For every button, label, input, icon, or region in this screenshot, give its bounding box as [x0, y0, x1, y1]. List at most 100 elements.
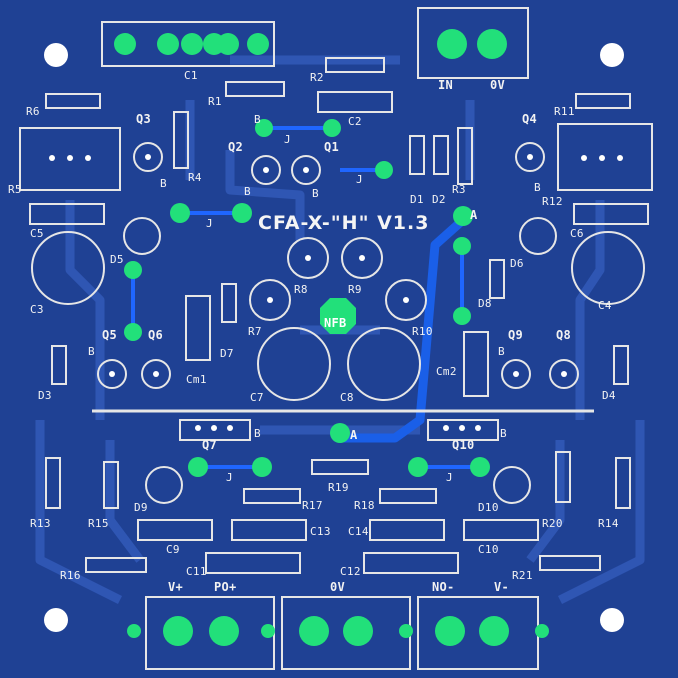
- d10-led-outline: [493, 466, 531, 504]
- q4-body: [515, 142, 545, 172]
- pad: [470, 457, 490, 477]
- nfb-label: NFB: [324, 316, 347, 330]
- hole: [67, 155, 73, 161]
- pad: [217, 33, 239, 55]
- label-r4: R4: [188, 171, 202, 184]
- hole: [263, 167, 269, 173]
- pad: [535, 624, 549, 638]
- q3-body: [133, 142, 163, 172]
- pad: [232, 203, 252, 223]
- d6-led-outline: [519, 217, 557, 255]
- label-cm1: Cm1: [186, 373, 207, 386]
- pad: [477, 29, 507, 59]
- q1-body: [291, 155, 321, 185]
- label-q6: Q6: [148, 328, 164, 342]
- marker-b-q10: B: [500, 427, 507, 440]
- hole: [211, 425, 217, 431]
- r8-outline: [287, 237, 329, 279]
- hole: [359, 255, 365, 261]
- label-r21: R21: [512, 569, 533, 582]
- d4-outline: [613, 345, 629, 385]
- label-d6: D6: [510, 257, 524, 270]
- hole: [403, 297, 409, 303]
- hole: [303, 167, 309, 173]
- pad: [479, 616, 509, 646]
- hole: [85, 155, 91, 161]
- q8-body: [549, 359, 579, 389]
- connector-label-poplus: PO+: [214, 580, 237, 594]
- label-d4: D4: [602, 389, 616, 402]
- marker-j-q7: J: [226, 471, 233, 484]
- label-c8: C8: [340, 391, 354, 404]
- hole: [581, 155, 587, 161]
- nfb-pad: [320, 298, 356, 334]
- label-c13: C13: [310, 525, 331, 538]
- pad: [157, 33, 179, 55]
- marker-a-top: A: [470, 208, 478, 222]
- label-c14: C14: [348, 525, 369, 538]
- c9-outline: [137, 519, 213, 541]
- hole: [109, 371, 115, 377]
- mounting-hole: [44, 43, 68, 67]
- r15-outline: [103, 461, 119, 509]
- label-r3: R3: [452, 183, 466, 196]
- label-r2: R2: [310, 71, 324, 84]
- pad: [127, 624, 141, 638]
- label-r7: R7: [248, 325, 262, 338]
- r10-outline: [385, 279, 427, 321]
- pad: [408, 457, 428, 477]
- pad: [209, 616, 239, 646]
- mounting-hole: [44, 608, 68, 632]
- connector-label-0v: 0V: [330, 580, 346, 594]
- label-r14: R14: [598, 517, 619, 530]
- r18-outline: [379, 488, 437, 504]
- connector-label-vminus: V-: [494, 580, 510, 594]
- r5-outline: [19, 127, 121, 191]
- green-pads: [114, 29, 549, 646]
- pad: [299, 616, 329, 646]
- hole: [599, 155, 605, 161]
- board-title: CFA-X-"H" V1.3: [258, 212, 430, 234]
- pad: [255, 119, 273, 137]
- marker-a-bottom: A: [350, 428, 358, 442]
- hole: [513, 371, 519, 377]
- label-q8: Q8: [556, 328, 572, 342]
- mounting-holes: [44, 43, 624, 632]
- label-d7: D7: [220, 347, 234, 360]
- input-connector-outline: [417, 7, 529, 79]
- r14-outline: [615, 457, 631, 509]
- pad: [453, 307, 471, 325]
- hole: [195, 425, 201, 431]
- c7-outline: [257, 327, 331, 401]
- label-r13: R13: [30, 517, 51, 530]
- marker-b-j1: B: [254, 113, 261, 126]
- marker-b-q4: B: [534, 181, 541, 194]
- r11-outline: [575, 93, 631, 109]
- r20-outline: [555, 451, 571, 503]
- marker-j-top: J: [284, 133, 291, 146]
- marker-b-q1: B: [312, 187, 319, 200]
- hole: [305, 255, 311, 261]
- hole: [227, 425, 233, 431]
- pad: [453, 237, 471, 255]
- d7-outline: [221, 283, 237, 323]
- c13-outline: [231, 519, 307, 541]
- label-c4: C4: [598, 299, 612, 312]
- label-r8: R8: [294, 283, 308, 296]
- label-d2: D2: [432, 193, 446, 206]
- label-q10: Q10: [452, 438, 475, 452]
- d1-outline: [409, 135, 425, 175]
- label-q7: Q7: [202, 438, 218, 452]
- label-r11: R11: [554, 105, 575, 118]
- hole: [153, 371, 159, 377]
- pad: [343, 616, 373, 646]
- d5-led-outline: [123, 217, 161, 255]
- c14-outline: [369, 519, 445, 541]
- r2-outline: [325, 57, 385, 73]
- label-r10: R10: [412, 325, 433, 338]
- r9-outline: [341, 237, 383, 279]
- r12-outline: [557, 123, 653, 191]
- q10-base-outline: [427, 419, 499, 441]
